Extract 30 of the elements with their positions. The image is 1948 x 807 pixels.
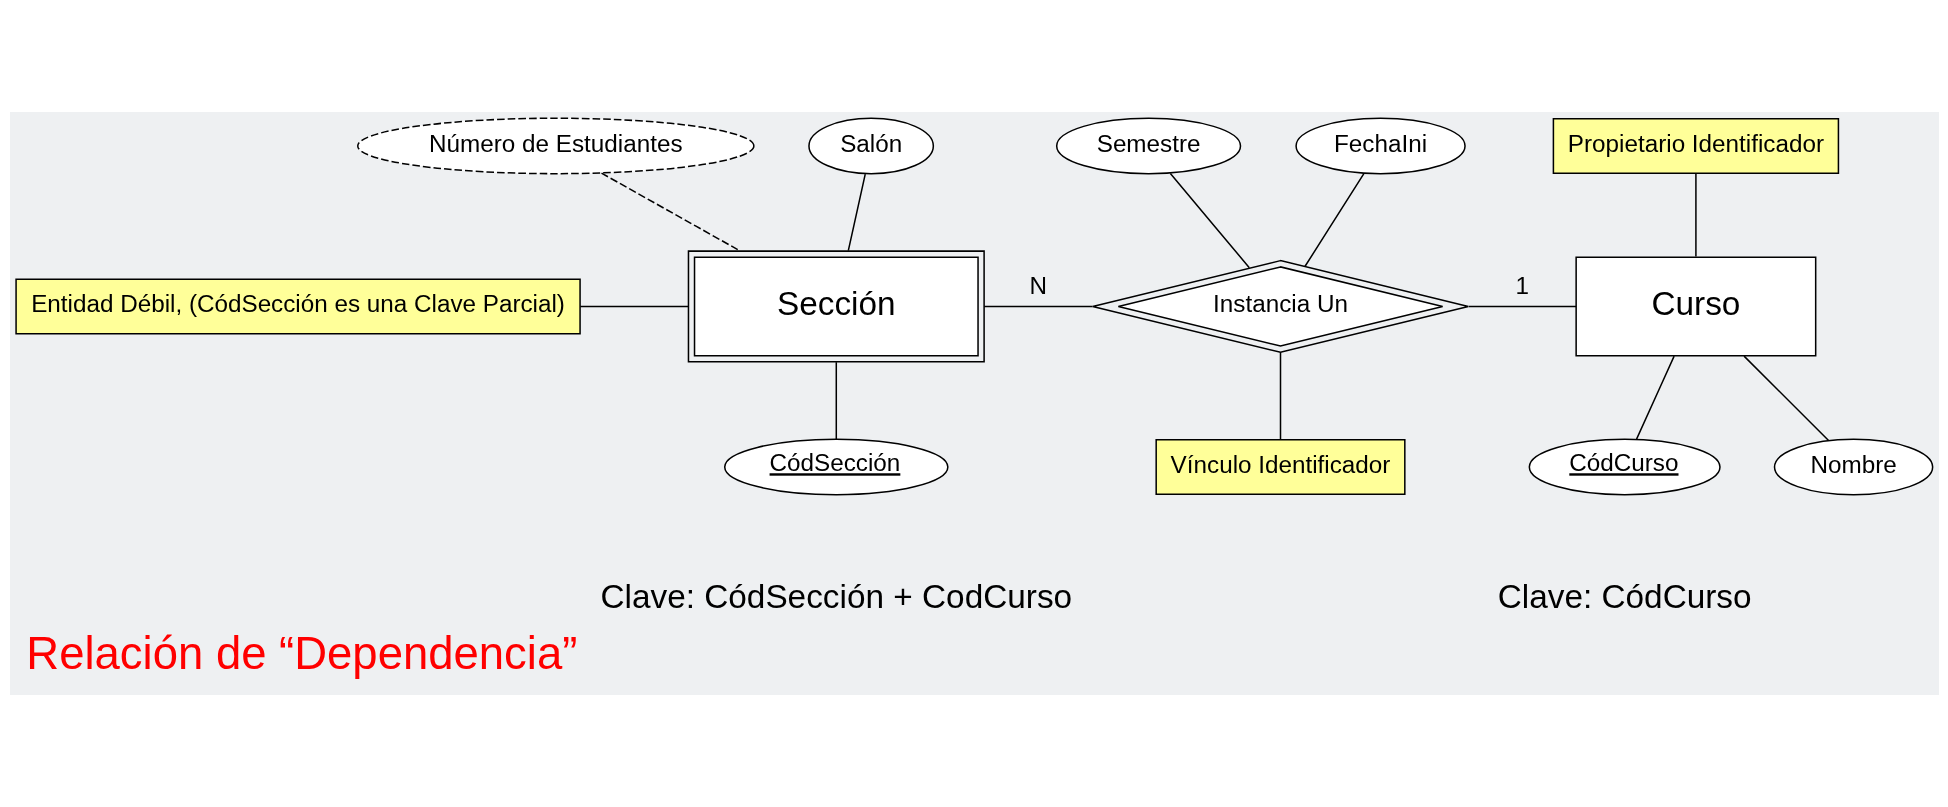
- node-box: Curso: [1574, 256, 1816, 357]
- edge-label: N: [1029, 272, 1047, 300]
- edge-label: 1: [1515, 272, 1529, 300]
- connector: [1303, 172, 1365, 268]
- connector: [1635, 355, 1675, 440]
- connector: [847, 173, 866, 252]
- label: Clave: CódCurso: [1497, 577, 1752, 615]
- node-ellipse: Semestre: [1055, 117, 1241, 175]
- node-diamond: Instancia Un: [1091, 259, 1469, 354]
- connector: [579, 305, 689, 308]
- node-ellipse: FechaIni: [1294, 117, 1466, 175]
- connector: [982, 305, 1093, 308]
- connector: [835, 361, 837, 440]
- node-box: Vínculo Identificador: [1154, 438, 1406, 496]
- connector: [1694, 172, 1697, 258]
- node-box: Sección: [687, 250, 985, 363]
- connector: [1279, 351, 1281, 441]
- node-ellipse: Salón: [807, 117, 934, 175]
- node-ellipse: CódSección: [723, 438, 949, 496]
- connector: [1169, 172, 1250, 269]
- connector: [1467, 305, 1577, 308]
- node-ellipse: Nombre: [1773, 438, 1933, 496]
- connector: [1742, 355, 1829, 442]
- node-box: Propietario Identificador: [1552, 117, 1839, 174]
- node-box: Entidad Débil, (CódSección es una Clave Parcial): [14, 278, 581, 335]
- node-ellipse: CódCurso: [1528, 438, 1721, 496]
- diagram-title: Relación de “Dependencia”: [25, 628, 577, 680]
- connector: [600, 172, 741, 252]
- node-ellipse: Número de Estudiantes: [356, 117, 755, 175]
- label: Clave: CódSección + CodCurso: [599, 577, 1072, 615]
